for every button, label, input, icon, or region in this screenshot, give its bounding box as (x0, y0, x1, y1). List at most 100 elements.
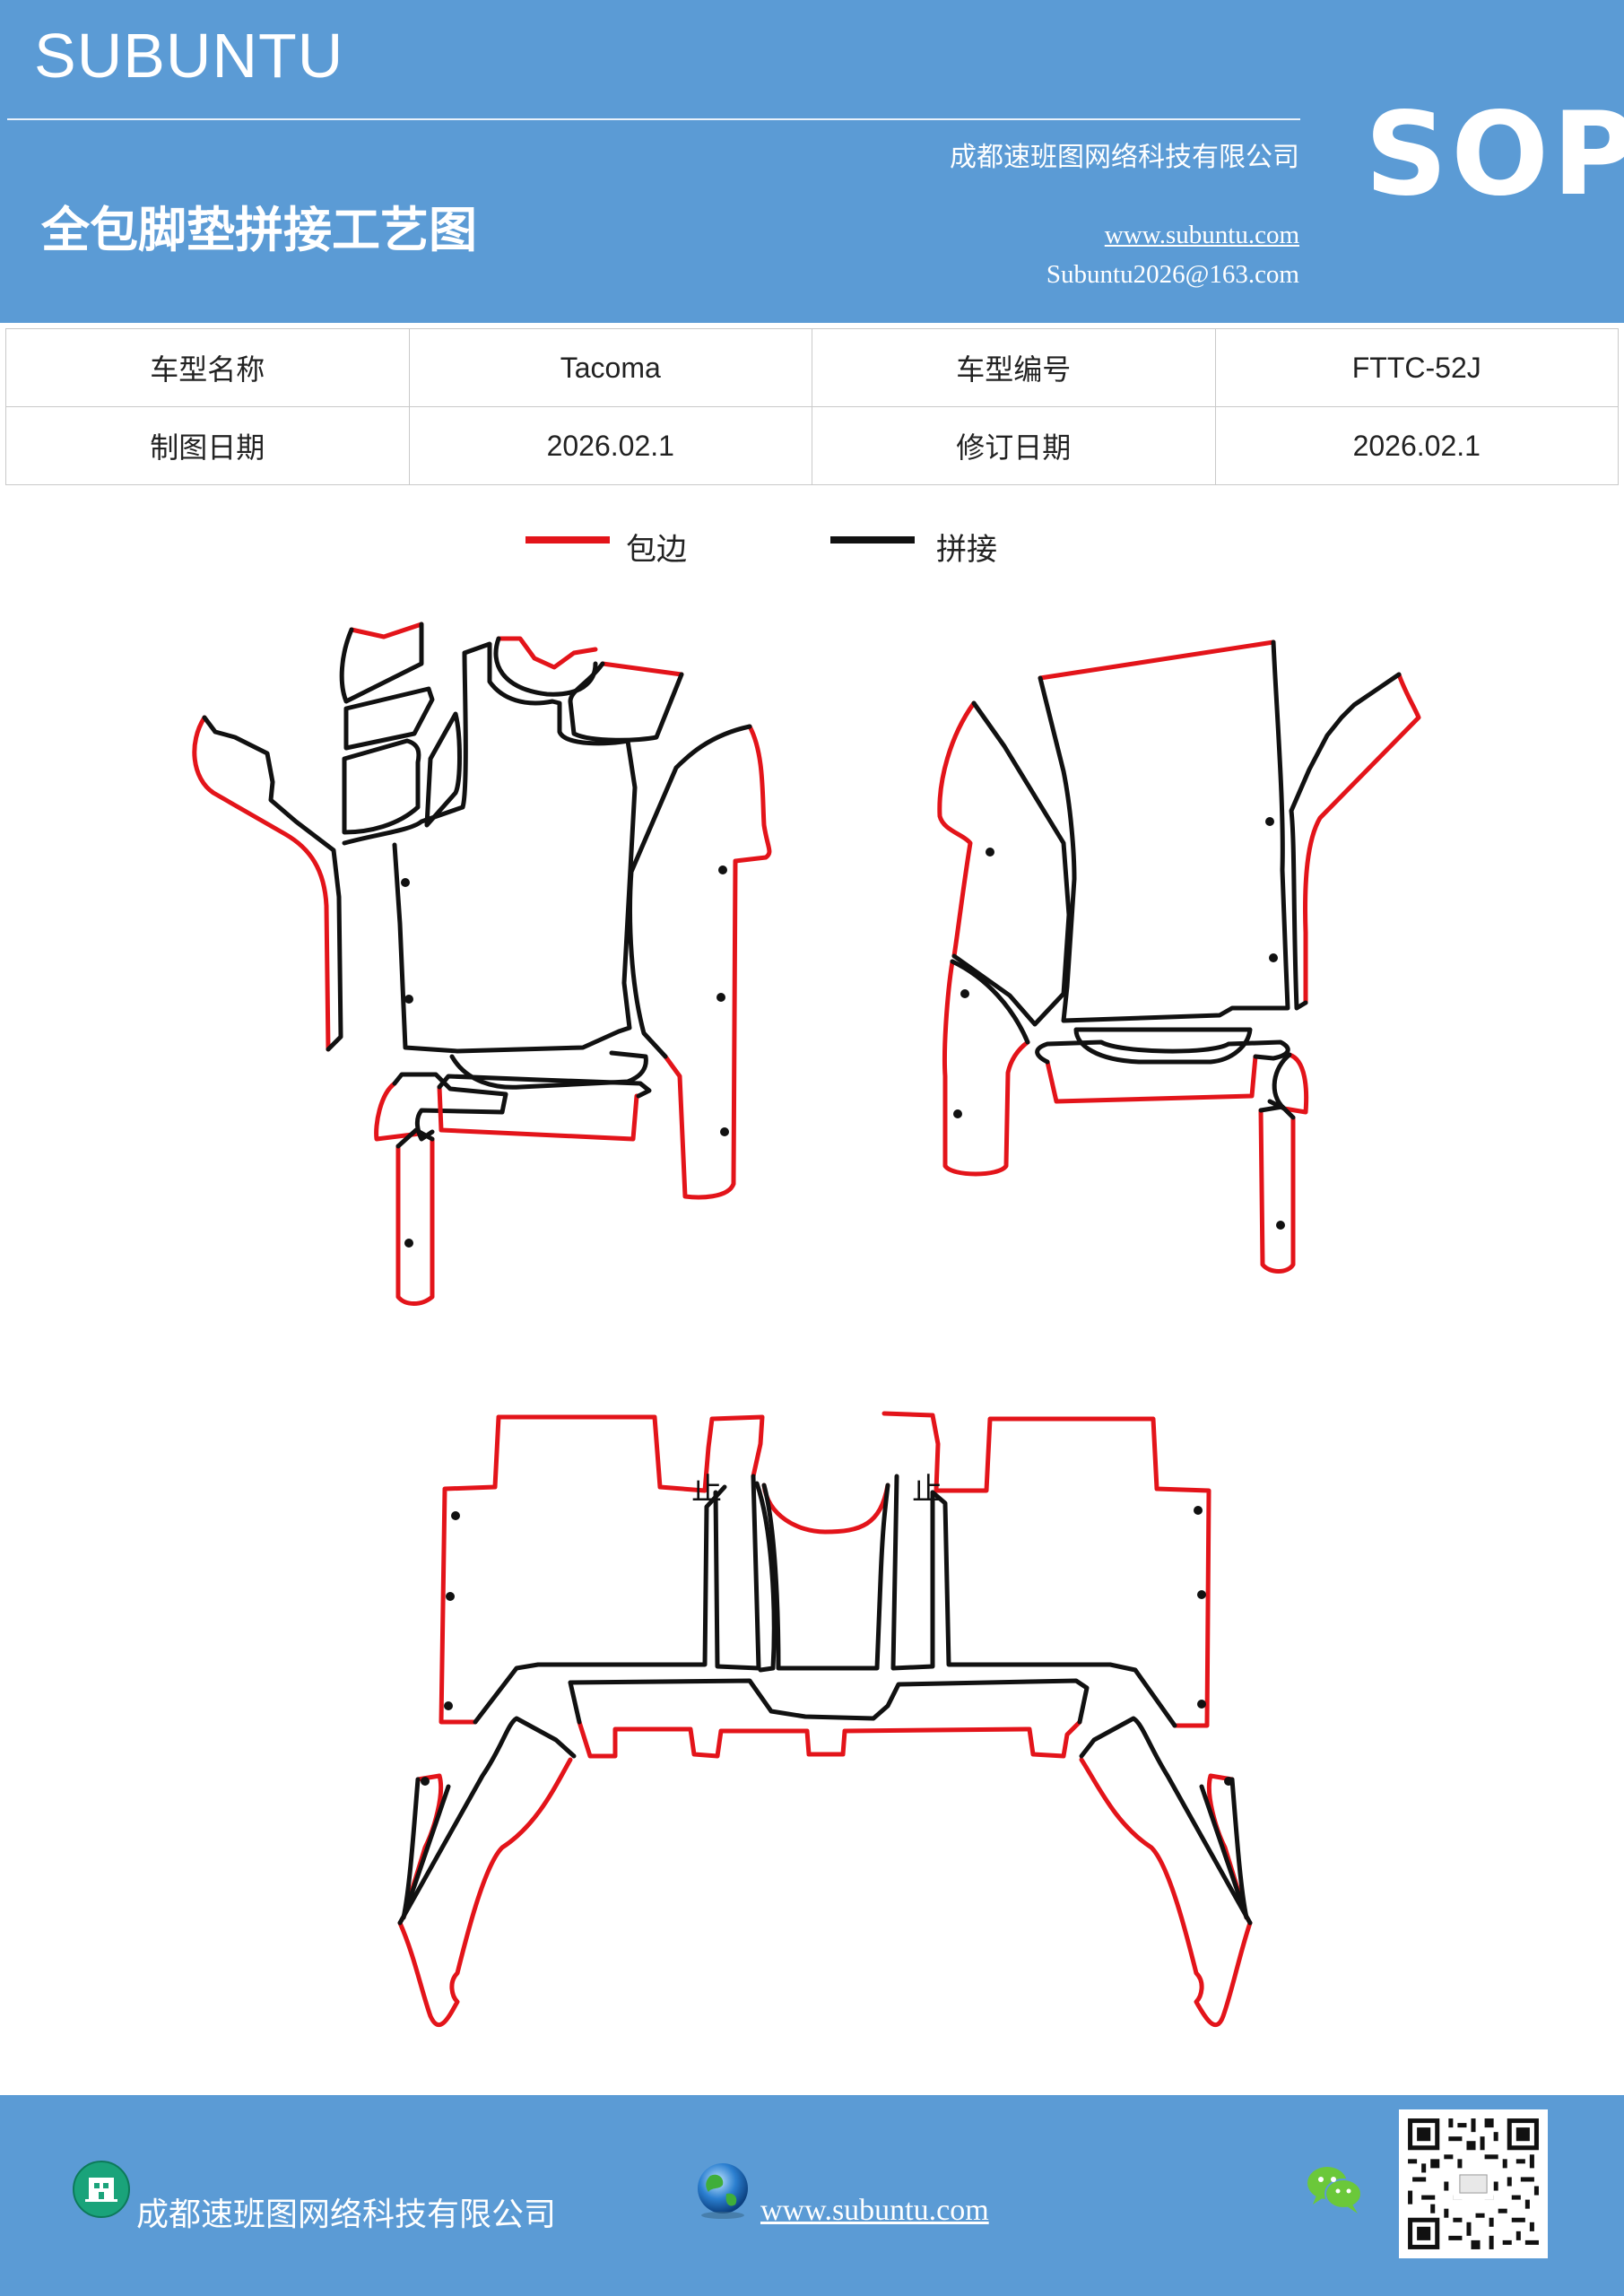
mat-dot (1269, 953, 1278, 962)
mat-seam (342, 650, 468, 846)
mat-seam (713, 1474, 761, 1671)
mat-dot (1224, 1777, 1233, 1786)
mat-seam (1258, 1104, 1296, 1120)
legend-seam-label: 拼接 (936, 532, 997, 568)
mat-seam (754, 1481, 777, 1673)
mat-seam (628, 724, 752, 1059)
mat-dot (1197, 1700, 1206, 1709)
cell-model-code-label: 车型编号 (812, 328, 1216, 407)
header-website-link[interactable]: www.subuntu.com (1104, 221, 1299, 249)
mat-dot (986, 848, 994, 857)
table-row: 制图日期 2026.02.1 修订日期 2026.02.1 (5, 406, 1619, 485)
mat-seam (473, 1484, 727, 1725)
mat-edge (663, 724, 772, 1200)
mat-seam (397, 1716, 577, 1926)
mat-edge (1045, 1054, 1258, 1104)
mat-dot (960, 989, 969, 998)
mat-edge (437, 1084, 639, 1142)
mat-seam (1267, 1052, 1292, 1111)
mat-edge (937, 700, 977, 959)
mat-dot (451, 1511, 460, 1520)
qr-code (1399, 2109, 1548, 2258)
mat-edge (496, 636, 598, 670)
front-right-mat-group (937, 639, 1421, 1274)
mat-edge (1258, 1108, 1296, 1274)
stop-mark: 止 (691, 1472, 722, 1508)
mat-seam (202, 715, 343, 1052)
mat-seam (1079, 1716, 1253, 1926)
mat-edge (1038, 639, 1276, 681)
mat-seam (950, 959, 1030, 1045)
mat-dot (1265, 817, 1274, 826)
mat-seam (392, 1072, 508, 1142)
mat-dot (404, 1239, 413, 1248)
front-left-mat-group (192, 622, 772, 1306)
mat-dot (1194, 1506, 1203, 1515)
mat-seam (449, 1050, 648, 1090)
mat-seam (1199, 1777, 1249, 1920)
mat-edge (397, 1757, 573, 2028)
mat-edge (761, 1483, 890, 1535)
page-title: 全包脚垫拼接工艺图 (41, 201, 477, 258)
mat-seam (392, 641, 638, 1054)
mat-edge (439, 1414, 501, 1725)
mat-dot (720, 1127, 729, 1136)
building-icon (73, 2161, 130, 2218)
mat-dot (1197, 1590, 1206, 1599)
footer-website-link[interactable]: www.subuntu.com (760, 2194, 989, 2227)
mat-edge (881, 1411, 1211, 1728)
mat-edge (496, 1414, 765, 1493)
mat-dot (1276, 1221, 1285, 1230)
cell-draw-date-value: 2026.02.1 (408, 406, 812, 485)
mat-seam (1035, 1039, 1290, 1065)
cell-draw-date-label: 制图日期 (5, 406, 410, 485)
mat-edge (349, 622, 424, 639)
mat-seam (395, 1127, 435, 1149)
mat-edge (192, 715, 331, 1052)
mat-seam (930, 1490, 1177, 1728)
mat-edge (942, 959, 1030, 1177)
cell-model-name-value: Tacoma (408, 328, 812, 407)
mat-seam (401, 1777, 451, 1920)
mat-seam (1289, 672, 1402, 1011)
rear-mat-group (397, 1411, 1253, 2028)
mat-seam (890, 1474, 935, 1671)
mat-dot (401, 878, 410, 887)
stop-mark: 止 (912, 1472, 942, 1508)
legend-edge-swatch (525, 536, 610, 544)
header-bar (0, 0, 1624, 323)
mat-seam (424, 711, 462, 828)
legend-seam-swatch (830, 536, 915, 544)
mat-edge (395, 1136, 435, 1306)
mat-dot (446, 1592, 455, 1601)
sop-badge: SOP (1365, 88, 1624, 222)
legend-edge-label: 包边 (626, 532, 687, 568)
mat-dot (404, 995, 413, 1004)
cell-revise-date-value: 2026.02.1 (1214, 406, 1619, 485)
mat-seam (339, 622, 424, 704)
mat-dot (444, 1701, 453, 1710)
mat-dot (716, 993, 725, 1002)
wechat-icon (1307, 2167, 1362, 2213)
mat-seam (761, 1483, 890, 1671)
mat-dot (953, 1109, 962, 1118)
cell-model-code-value: FTTC-52J (1214, 328, 1619, 407)
mat-dot (718, 865, 727, 874)
mat-seam (342, 738, 421, 835)
mat-seam (951, 700, 1072, 1027)
mat-seam (568, 1678, 1090, 1725)
mat-edge (577, 1719, 1082, 1759)
mat-edge (1281, 1052, 1309, 1115)
globe-icon (698, 2163, 748, 2219)
brand-logo-text: SUBUNTU (34, 21, 344, 91)
mat-seam (568, 661, 684, 743)
header-company: 成都速班图网络科技有限公司 (950, 142, 1299, 173)
cell-revise-date-label: 修订日期 (812, 406, 1216, 485)
mat-seam (1038, 639, 1290, 1023)
vehicle-info-table: 车型名称 Tacoma 车型编号 FTTC-52J 制图日期 2026.02.1… (5, 328, 1619, 485)
mat-edge (1079, 1757, 1253, 2028)
header-email: Subuntu2026@163.com (1046, 260, 1299, 289)
header-divider (7, 118, 1300, 120)
table-row: 车型名称 Tacoma 车型编号 FTTC-52J (5, 328, 1619, 407)
